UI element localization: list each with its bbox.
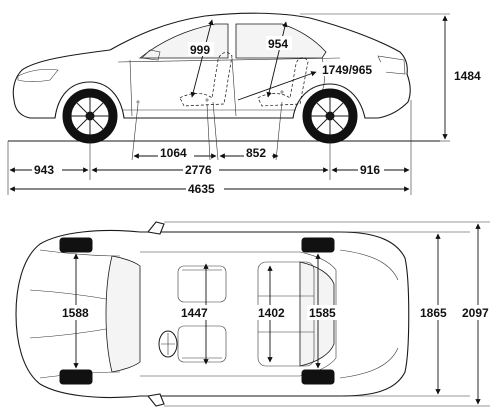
- side-reference-crosses: [136, 90, 284, 104]
- rear-headroom-label: 954: [268, 37, 288, 51]
- rear-right-wheel: [301, 369, 335, 385]
- front-headroom-line: [190, 19, 214, 98]
- front-left-wheel: [59, 237, 93, 253]
- front-track-label: 1588: [62, 306, 89, 320]
- rear-door-line: [231, 57, 237, 117]
- trunk-line: [339, 249, 399, 379]
- rear-left-wheel: [301, 237, 335, 253]
- rear-headroom-line: [266, 21, 288, 98]
- width-with-mirrors-label: 2097: [462, 306, 489, 320]
- front-seats: [177, 265, 227, 363]
- steering-wheel: [158, 330, 178, 358]
- front-right-wheel: [59, 369, 93, 385]
- rear-wheel: [302, 88, 358, 144]
- front-legroom-label: 1064: [160, 146, 187, 160]
- front-wheel: [62, 88, 118, 144]
- front-door-line: [129, 59, 133, 117]
- top-view: 1588 1447 1402 1585 1865 2097: [15, 221, 498, 407]
- headlight: [17, 68, 59, 82]
- left-mirror: [146, 221, 165, 235]
- rear-overhang-label: 916: [360, 163, 380, 177]
- wheelbase-label: 2776: [185, 163, 212, 177]
- front-interior-width-label: 1447: [181, 306, 208, 320]
- overall-length-label: 4635: [188, 182, 215, 196]
- front-seat-outline: [179, 52, 233, 107]
- side-view: 1484 943 2776 916 4635 999 954 1749/965: [7, 12, 481, 196]
- rear-legroom-label: 852: [246, 146, 266, 160]
- front-headroom-label: 999: [190, 43, 210, 57]
- rear-track-label: 1585: [309, 306, 336, 320]
- height-label: 1484: [454, 69, 481, 83]
- front-overhang-label: 943: [34, 163, 54, 177]
- belt-line: [117, 57, 341, 63]
- width-without-mirrors-label: 1865: [420, 306, 447, 320]
- rear-seat-outline: [257, 57, 309, 107]
- right-mirror: [146, 393, 165, 407]
- hood-line-left: [39, 249, 121, 257]
- trunk-length-line: [237, 71, 317, 101]
- windshield: [105, 255, 141, 373]
- side-mirror: [141, 49, 161, 61]
- rear-interior-width-label: 1402: [258, 306, 285, 320]
- trunk-length-label: 1749/965: [322, 63, 372, 77]
